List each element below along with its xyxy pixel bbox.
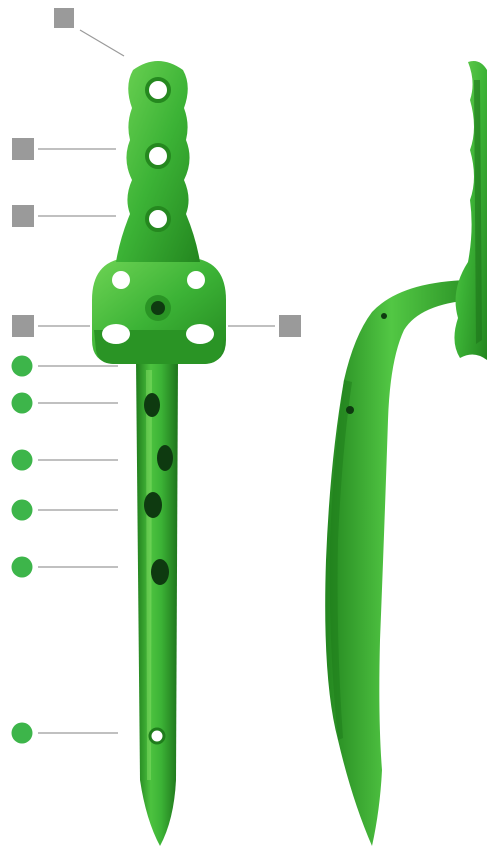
nail-hole-1-marker (12, 393, 33, 414)
nail-proximal-marker (12, 356, 33, 377)
nail-hole (144, 492, 162, 518)
nail-hole-4-marker (12, 557, 33, 578)
plate-hole-3 (147, 208, 169, 230)
front-view (92, 61, 226, 846)
plate-center-hole-inner (151, 301, 165, 315)
circle-markers (12, 356, 33, 744)
plate-hole-3-marker (12, 205, 34, 227)
nail-shaft (136, 360, 178, 846)
side-nail (325, 280, 472, 846)
side-nail-hole (346, 406, 354, 414)
plate-hole-2 (147, 145, 169, 167)
side-nail-hole (381, 313, 387, 319)
plate-base-hole (102, 324, 130, 344)
plate-head-hole (187, 271, 205, 289)
nail-hole (157, 445, 173, 471)
plate-tip-marker (54, 8, 74, 28)
nail-hole-2-marker (12, 450, 33, 471)
plate-hole-2-marker (12, 138, 34, 160)
nail-distal-hole-marker (12, 723, 33, 744)
plate-base-right-marker (279, 315, 301, 337)
nail-hole (151, 559, 169, 585)
plate-base-left-marker (12, 315, 34, 337)
nail-distal-hole (150, 729, 164, 743)
nail-highlight (146, 370, 152, 780)
plate-hole-1 (147, 79, 169, 101)
plate-base-hole (186, 324, 214, 344)
leader-line (80, 30, 124, 56)
side-plate (454, 61, 487, 360)
nail-hole-3-marker (12, 500, 33, 521)
nail-hole (144, 393, 160, 417)
plate-head-hole (112, 271, 130, 289)
side-view (325, 61, 487, 846)
